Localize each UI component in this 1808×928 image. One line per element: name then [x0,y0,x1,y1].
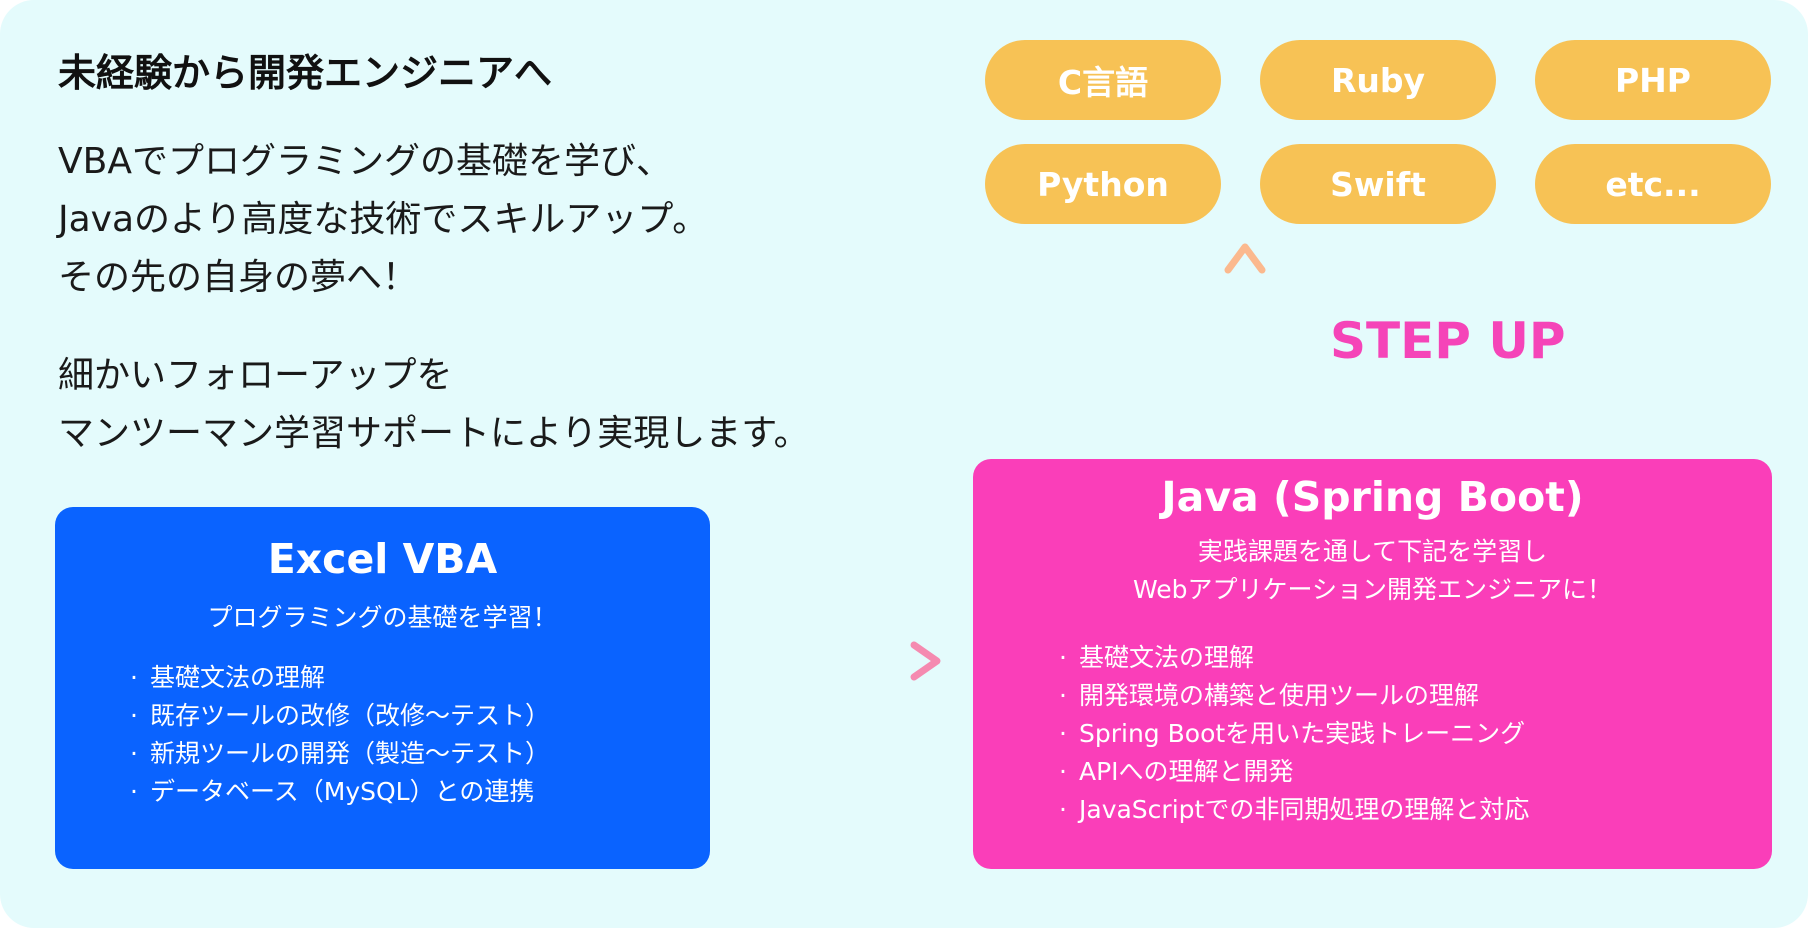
intro-line: その先の自身の夢へ！ [58,257,419,298]
support-line: 細かいフォローアップを [58,355,453,396]
java-topic-list: 基礎文法の理解 開発環境の構築と使用ツールの理解 Spring Bootを用いた… [1059,639,1529,829]
language-pill-ruby: Ruby [1260,40,1496,120]
java-subtitle-line: 実践課題を通して下記を学習し [1197,537,1548,566]
list-item: Spring Bootを用いた実践トレーニング [1059,715,1529,753]
language-pill-swift: Swift [1260,144,1496,224]
vba-box-title: Excel VBA [267,535,498,583]
support-line: マンツーマン学習サポートにより実現します。 [58,413,810,454]
java-box-title: Java (Spring Boot) [1161,473,1584,521]
list-item: 新規ツールの開発（製造〜テスト） [130,735,550,773]
list-item: 既存ツールの改修（改修〜テスト） [130,697,550,735]
language-pill-php: PHP [1535,40,1771,120]
support-paragraph: 細かいフォローアップを マンツーマン学習サポートにより実現します。 [58,347,810,463]
list-item: 開発環境の構築と使用ツールの理解 [1059,677,1529,715]
step-up-label: STEP UP [1330,312,1566,370]
java-box-subtitle: 実践課題を通して下記を学習し Webアプリケーション開発エンジニアに！ [973,533,1772,609]
list-item: データベース（MySQL）との連携 [130,773,550,811]
java-subtitle-line: Webアプリケーション開発エンジニアに！ [1132,575,1612,604]
intro-paragraph: VBAでプログラミングの基礎を学び、 Javaのより高度な技術でスキルアップ。 … [58,133,708,307]
java-spring-boot-box: Java (Spring Boot) 実践課題を通して下記を学習し Webアプリ… [973,459,1772,869]
intro-line: Javaのより高度な技術でスキルアップ。 [58,199,709,240]
vba-box-subtitle: プログラミングの基礎を学習！ [55,599,710,637]
list-item: APIへの理解と開発 [1059,753,1529,791]
language-pill-etc: etc... [1535,144,1771,224]
list-item: 基礎文法の理解 [130,659,550,697]
vba-subtitle-line: プログラミングの基礎を学習！ [207,603,558,632]
language-pill-c: C言語 [985,40,1221,120]
vba-topic-list: 基礎文法の理解 既存ツールの改修（改修〜テスト） 新規ツールの開発（製造〜テスト… [130,659,550,811]
list-item: 基礎文法の理解 [1059,639,1529,677]
excel-vba-box: Excel VBA プログラミングの基礎を学習！ 基礎文法の理解 既存ツールの改… [55,507,710,869]
page-title: 未経験から開発エンジニアへ [58,51,553,95]
list-item: JavaScriptでの非同期処理の理解と対応 [1059,791,1529,829]
right-arrow-icon [738,641,941,681]
up-arrow-icon [1224,243,1266,445]
language-pill-python: Python [985,144,1221,224]
intro-line: VBAでプログラミングの基礎を学び、 [58,141,672,182]
